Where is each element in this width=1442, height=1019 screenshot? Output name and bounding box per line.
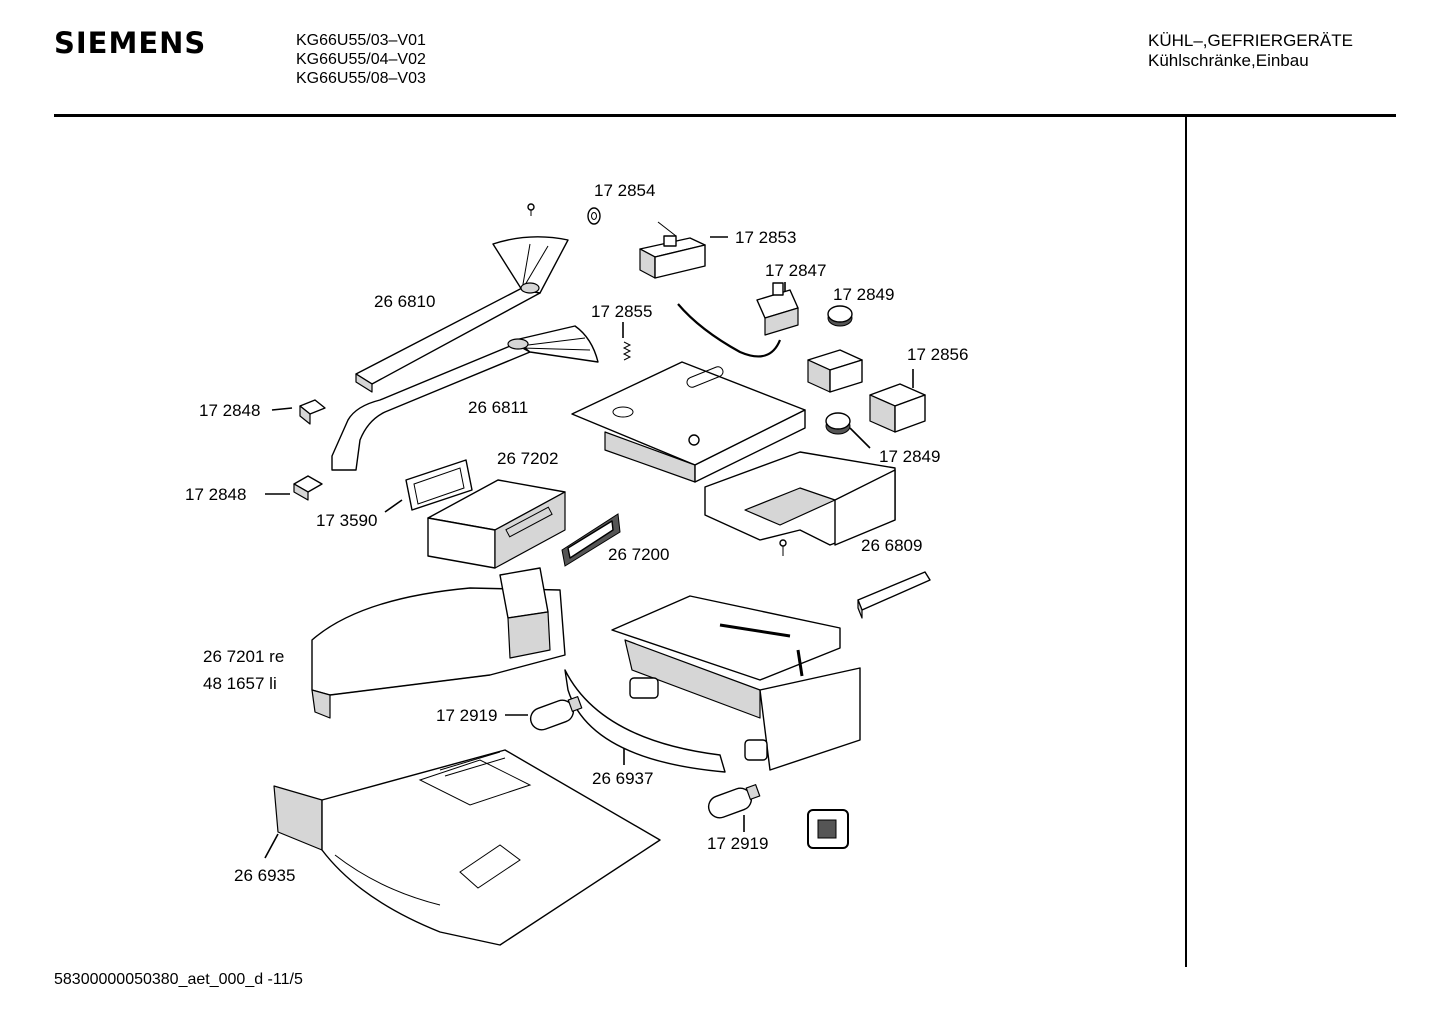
category-title: KÜHL–,GEFRIERGERÄTE <box>1148 31 1353 50</box>
part-label: 17 2919 <box>707 834 768 853</box>
screw-part <box>779 539 787 556</box>
thermostat-part <box>677 282 799 358</box>
part-label: 26 6809 <box>861 536 922 555</box>
model-list: KG66U55/03–V01 KG66U55/04–V02 KG66U55/08… <box>296 31 426 88</box>
part-label: 17 2853 <box>735 228 796 247</box>
model-number: KG66U55/04–V02 <box>296 51 426 68</box>
leader-lines <box>264 236 914 859</box>
lamp-bulb <box>707 784 761 819</box>
part-label: 26 6810 <box>374 292 435 311</box>
part-label: 17 2854 <box>594 181 655 200</box>
header-divider <box>54 114 1396 117</box>
brand-logo: SIEMENS <box>54 26 207 60</box>
part-label: 17 2847 <box>765 261 826 280</box>
control-knob <box>825 412 851 435</box>
relay-box <box>639 221 706 279</box>
document-id: 58300000050380_aet_000_d -11/5 <box>54 971 303 988</box>
lamp-bulb <box>529 696 583 731</box>
part-label: 17 2919 <box>436 706 497 725</box>
model-number: KG66U55/03–V01 <box>296 32 426 49</box>
grille-part <box>561 513 621 567</box>
part-label: 26 6935 <box>234 866 295 885</box>
spring-part <box>622 341 632 361</box>
control-knob <box>827 305 853 327</box>
category-subtitle: Kühlschränke,Einbau <box>1148 51 1309 70</box>
part-label: 26 7200 <box>608 545 669 564</box>
air-duct <box>427 479 566 569</box>
part-label: 17 2848 <box>185 485 246 504</box>
lamp-bracket <box>564 595 861 773</box>
clip-part <box>293 475 323 501</box>
control-housing <box>571 361 896 546</box>
part-label: 26 7202 <box>497 449 558 468</box>
part-label: 17 2848 <box>199 401 260 420</box>
washer-part <box>587 207 601 225</box>
part-label: 48 1657 li <box>203 674 277 693</box>
clip-part <box>299 399 326 425</box>
lever-arm-upper <box>355 236 569 393</box>
screw-part <box>527 203 535 216</box>
part-label: 17 2856 <box>907 345 968 364</box>
switch-symbol <box>807 809 849 849</box>
model-number: KG66U55/08–V03 <box>296 70 426 87</box>
seal-strip <box>857 571 931 619</box>
frame-part <box>405 459 473 511</box>
part-label: 26 6811 <box>468 398 528 417</box>
drawer-cover <box>273 749 661 946</box>
part-label: 17 2855 <box>591 302 652 321</box>
switch-housing <box>807 349 926 433</box>
lever-arm-lower <box>331 325 599 471</box>
side-divider <box>1185 117 1187 967</box>
category-block: KÜHL–,GEFRIERGERÄTE Kühlschränke,Einbau <box>1148 31 1353 71</box>
part-label: 17 2849 <box>833 285 894 304</box>
part-label: 17 2849 <box>879 447 940 466</box>
part-label: 26 7201 re <box>203 647 284 666</box>
part-label: 26 6937 <box>592 769 653 788</box>
fan-duct <box>311 567 566 719</box>
part-label: 17 3590 <box>316 511 377 530</box>
